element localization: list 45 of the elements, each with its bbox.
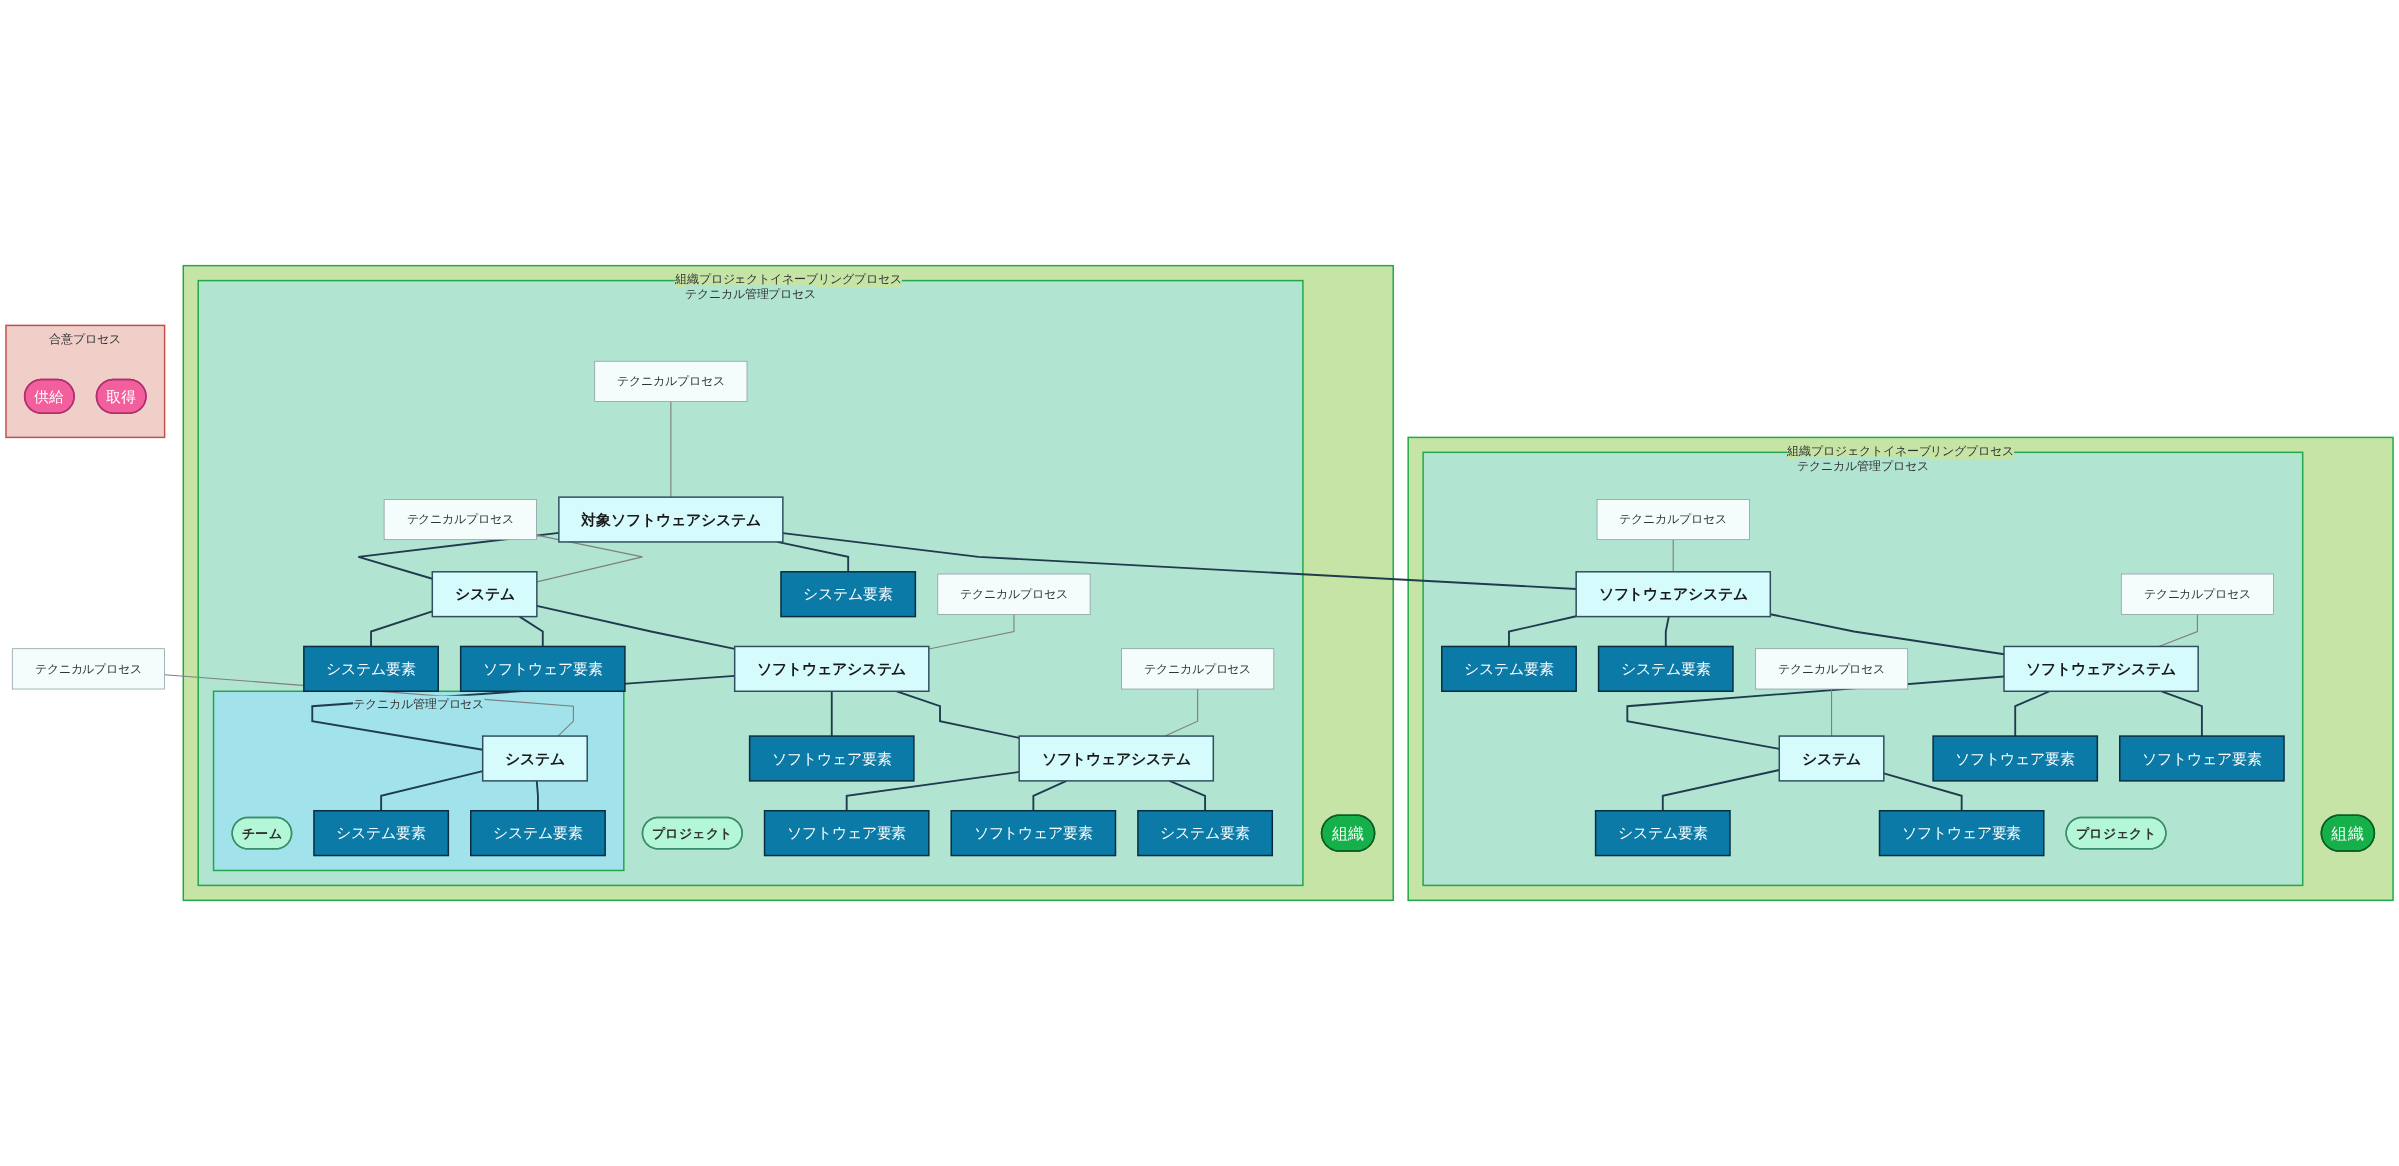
- connector: [1168, 779, 1207, 812]
- connector: [1672, 539, 1674, 573]
- connector: [1831, 688, 1833, 737]
- connector: [2014, 690, 2051, 737]
- connector: [1508, 615, 1578, 648]
- node-box: システム要素: [313, 810, 450, 857]
- connector: [1164, 688, 1199, 737]
- connector: [670, 401, 672, 498]
- node-box: テクニカルプロセス: [11, 648, 165, 690]
- node-box: システム: [431, 571, 538, 618]
- node-box: テクニカルプロセス: [2120, 573, 2274, 615]
- connector: [2158, 613, 2198, 648]
- node-box: テクニカルプロセス: [383, 499, 537, 541]
- connector: [1032, 779, 1068, 812]
- connector: [928, 613, 1015, 650]
- node-box: ソフトウェア要素: [950, 810, 1117, 857]
- node-box: システム要素: [470, 810, 606, 857]
- connector: [518, 615, 544, 648]
- node-box: システム要素: [780, 571, 917, 618]
- node-box: システム: [1778, 735, 1885, 782]
- node-box: ソフトウェア要素: [1932, 735, 2099, 782]
- connector: [2160, 690, 2203, 737]
- node-box: 対象ソフトウェアシステム: [558, 496, 784, 543]
- connector: [1664, 615, 1670, 648]
- node-box: ソフトウェアシステム: [2003, 645, 2199, 692]
- node-box: テクニカルプロセス: [1755, 648, 1909, 690]
- node-box: ソフトウェアシステム: [1575, 571, 1772, 618]
- node-box: ソフトウェア要素: [2119, 735, 2285, 782]
- connector: [1769, 613, 2005, 656]
- node-box: システム要素: [1137, 810, 1274, 857]
- node-box: ソフトウェア要素: [1878, 810, 2045, 857]
- node-box: システム要素: [1594, 810, 1731, 857]
- node-box: ソフトウェアシステム: [1018, 735, 1215, 782]
- node-box: ソフトウェアシステム: [733, 645, 930, 692]
- node-box: テクニカルプロセス: [594, 360, 748, 402]
- node-box: システム: [481, 735, 588, 782]
- node-box: テクニカルプロセス: [1121, 648, 1275, 690]
- node-box: ソフトウェア要素: [748, 735, 915, 782]
- node-box: ソフトウェア要素: [763, 810, 930, 857]
- node-box: テクニカルプロセス: [1596, 499, 1750, 541]
- connector: [830, 690, 833, 737]
- connector: [535, 779, 539, 812]
- node-box: システム要素: [1441, 645, 1577, 692]
- node-box: システム要素: [1597, 645, 1734, 692]
- node-box: テクニカルプロセス: [937, 573, 1091, 615]
